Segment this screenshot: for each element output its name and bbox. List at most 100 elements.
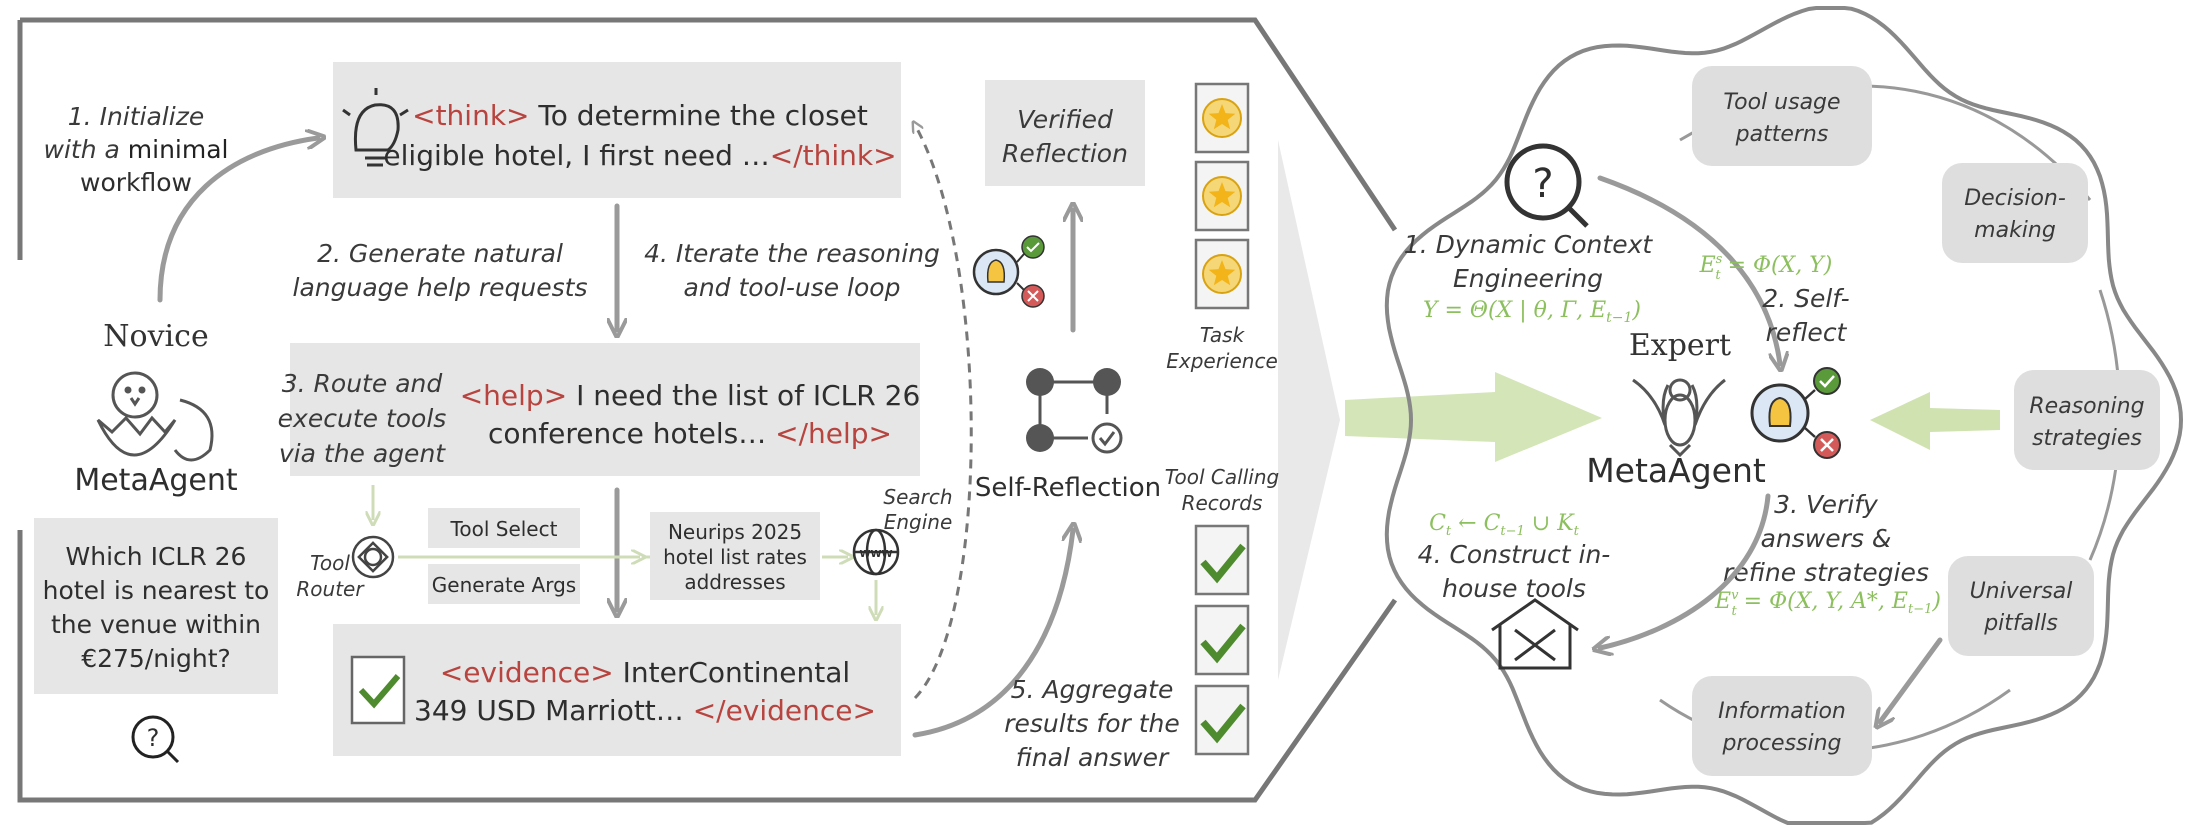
verify-arrow [1600, 493, 1771, 648]
star-card-icon [1194, 238, 1250, 310]
magnifier-icon: ? [131, 715, 180, 764]
check-card-icon [1194, 604, 1250, 676]
task-experience-label: Experience [1166, 349, 1278, 373]
help-box [290, 343, 920, 476]
think-box [333, 62, 901, 198]
novice-metaagent-label: MetaAgent [74, 463, 238, 498]
think-line2: eligible hotel, I first need …</think> [383, 139, 896, 172]
svg-text:addresses: addresses [684, 570, 785, 594]
eagle-icon [1632, 378, 1726, 458]
aggregate-arrow [912, 530, 1073, 738]
big-reflect-icon [1750, 367, 1841, 459]
evidence-line2: 349 USD Marriott… </evidence> [414, 694, 876, 727]
step2-label: 2. Generate natural [317, 239, 563, 268]
ct-formula: Ct ← Ct−1 ∪ Kt [1429, 511, 1580, 539]
pill-information [1692, 676, 1872, 776]
svg-text:hotel list rates: hotel list rates [663, 545, 807, 569]
svg-text:Decision-: Decision- [1964, 186, 2066, 211]
question-line: the venue within [51, 610, 261, 639]
tool-router-label: Router [296, 577, 365, 601]
step2-label: language help requests [293, 273, 588, 302]
svg-text:workflow: workflow [80, 168, 192, 197]
expert-metaagent-label: MetaAgent [1586, 451, 1766, 490]
svg-text:Neurips 2025: Neurips 2025 [668, 520, 802, 544]
star-card-icon [1194, 82, 1250, 154]
svg-text:1. Initialize: 1. Initialize [68, 102, 204, 131]
step5-label: final answer [1016, 743, 1170, 772]
chick-icon [96, 371, 214, 462]
globe-icon [852, 528, 900, 576]
pill-reasoning [2014, 370, 2160, 470]
big-green-arrow [1345, 372, 1602, 462]
loop-arrow [915, 125, 973, 700]
dce-formula: Y = Θ(X | θ, Γ, Et−1) [1423, 298, 1641, 326]
check-card-icon [1194, 524, 1250, 596]
tool-select-chip [428, 508, 580, 548]
pill-tool-usage [1692, 66, 1872, 166]
search-engine-label: Search [883, 485, 952, 509]
tool-router-icon [351, 535, 395, 579]
question-line: Which ICLR 26 [66, 542, 247, 571]
construct-label: house tools [1442, 574, 1586, 603]
check-cards [1194, 524, 1250, 756]
self-reflection-label: Self-Reflection [975, 473, 1161, 503]
svg-text:Tool usage: Tool usage [1723, 90, 1840, 115]
star-card-icon [1194, 160, 1250, 232]
step1-label: 1. Initialize with a minimal workflow [44, 102, 229, 197]
svg-text:Reflection: Reflection [1002, 139, 1128, 168]
self-reflect-label: 2. Self- [1762, 284, 1849, 313]
help-line2: conference hotels… </help> [488, 417, 892, 450]
svg-text:Reasoning: Reasoning [2029, 394, 2144, 419]
evidence-line1: <evidence> InterContinental [440, 656, 850, 689]
check-card-icon [1194, 684, 1250, 756]
step3-label: 3. Route and [282, 369, 443, 398]
reflect-icon [972, 235, 1045, 308]
svg-text:making: making [1974, 218, 2056, 243]
dce-label: 1. Dynamic Context [1404, 230, 1654, 259]
pill-pitfalls [1948, 556, 2094, 656]
help-line1: <help> I need the list of ICLR 26 [460, 379, 921, 412]
step3-label: via the agent [279, 439, 446, 468]
init-arrow [157, 138, 318, 303]
svg-text:Universal: Universal [1970, 579, 2073, 604]
tool-router-label: Tool [310, 551, 350, 575]
big-magnifier-icon [1504, 143, 1589, 228]
step4-label: and tool-use loop [684, 273, 901, 302]
svg-text:Tool Select: Tool Select [450, 517, 558, 541]
neurips-chip [650, 512, 820, 600]
expert-wavy-circle [1384, 6, 2184, 825]
house-tools-icon [1491, 598, 1579, 670]
question-line: hotel is nearest to [43, 576, 270, 605]
star-cards [1194, 82, 1250, 310]
svg-text:with a minimal: with a minimal [44, 135, 229, 164]
question-box [34, 518, 278, 694]
checklist-icon [350, 655, 406, 725]
question-line: €275/night? [81, 644, 231, 673]
step5-label: 5. Aggregate [1011, 675, 1174, 704]
pill-decision [1942, 163, 2088, 263]
generate-args-chip [428, 564, 580, 604]
tool-calling-label: Records [1182, 491, 1263, 515]
reasoning-green-arrow [1870, 392, 2000, 450]
lightbulb-brain-icon [342, 88, 409, 167]
self-reflect-label: reflect [1766, 318, 1848, 347]
svg-text:strategies: strategies [2032, 426, 2142, 451]
pitfall-arrow [1880, 637, 1943, 722]
funnel-arrow [1278, 140, 1340, 680]
verify-label: refine strategies [1723, 558, 1929, 587]
svg-text:?: ? [147, 724, 160, 752]
step3-label: execute tools [278, 404, 447, 433]
svg-text:Generate Args: Generate Args [432, 573, 576, 597]
think-line1: <think> To determine the closet [412, 99, 868, 132]
verify-label: 3. Verify [1774, 490, 1879, 519]
evidence-box [333, 624, 901, 756]
step4-label: 4. Iterate the reasoning [644, 239, 940, 268]
svg-text:WWW: WWW [859, 549, 892, 560]
novice-label: Novice [103, 319, 208, 354]
self-reflection-graph-icon [1026, 368, 1123, 454]
svg-text:Information: Information [1718, 699, 1846, 724]
step5-label: results for the [1004, 709, 1180, 738]
